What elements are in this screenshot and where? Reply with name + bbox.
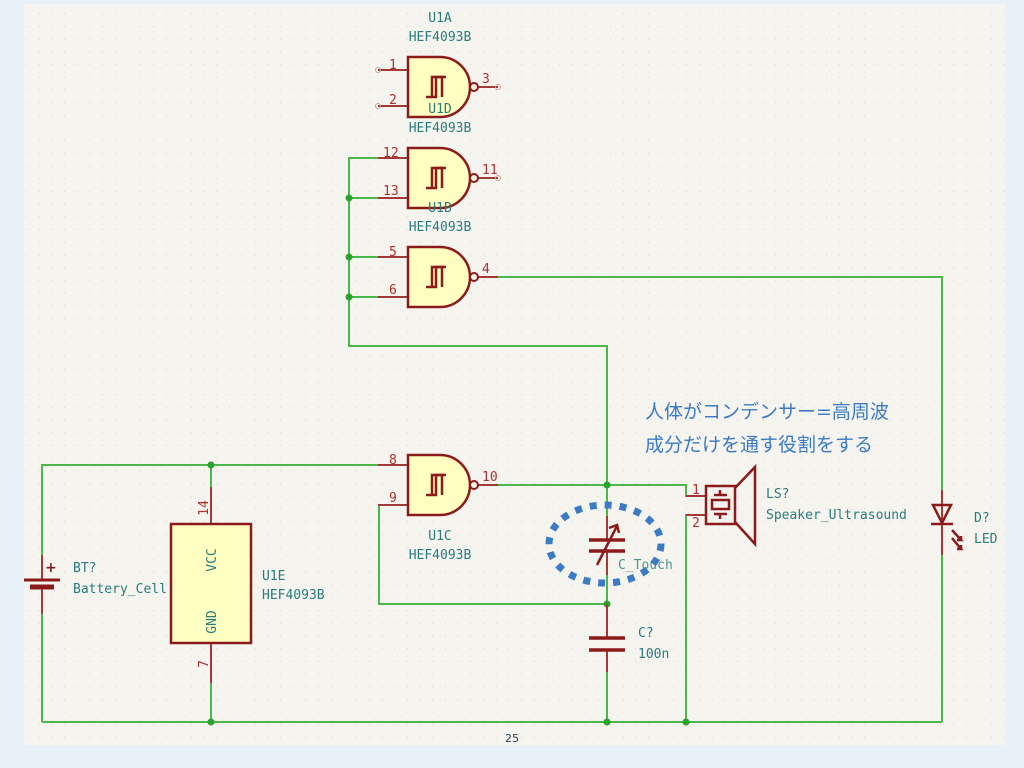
variable-arrow-icon [595,525,619,566]
gate-value: HEF4093B [409,220,472,235]
pin-number: 1 [692,483,700,498]
pin-number: 10 [482,470,498,485]
led-value: LED [974,532,998,547]
gate-ref: U1B [428,201,452,216]
pin-number: 6 [389,283,397,298]
pin-number: 2 [692,516,700,531]
pin-number: 12 [383,146,399,161]
gate-body [406,245,472,309]
gate-value: HEF4093B [409,548,472,563]
wires[interactable] [41,157,943,723]
pin-number: 4 [482,262,490,277]
pin-number: 3 [482,72,490,87]
gate-u1a[interactable]: 1 2 3 U1A HEF4093B [375,11,501,119]
u1e-value: HEF4093B [262,588,325,603]
note-line-2[interactable]: 成分だけを通す役割をする [645,434,873,456]
pin-number: 14 [197,500,212,516]
pin-number: 7 [197,660,212,668]
capacitor-value: 100n [638,647,669,662]
capacitor-c[interactable]: C? 100n [589,604,669,672]
pin-number: 8 [389,453,397,468]
led-ref: D? [974,511,990,526]
led[interactable]: D? LED [930,490,998,555]
gate-ref: U1D [428,102,452,117]
touch-capacitor[interactable]: C_Touch [545,501,673,587]
gnd-label: GND [205,610,220,634]
highlight-circle [545,501,665,587]
gate-u1b[interactable]: 5 6 4 U1B HEF4093B [378,201,498,309]
page-number: 25 [505,732,519,745]
pin-number: 1 [389,58,397,73]
inverter-bubble [469,173,479,183]
power-unit-u1e[interactable]: VCC GND 14 7 U1E HEF4093B [169,487,325,683]
gate-body [406,146,472,210]
gate-u1d[interactable]: 12 13 11 U1D HEF4093B [378,102,501,210]
pin-number: 11 [482,163,498,178]
battery-cell[interactable]: + BT? Battery_Cell [24,555,167,614]
ultrasound-speaker[interactable]: 1 2 LS? Speaker_Ultrasound [686,463,907,548]
vcc-label: VCC [205,548,220,571]
inverter-bubble [469,82,479,92]
pin-number: 9 [389,491,397,506]
gate-ref: U1A [428,11,452,26]
gate-ref: U1C [428,529,451,544]
nand-gates[interactable]: 123U1AHEF4093B121311U1DHEF4093B564U1BHEF… [375,11,501,563]
speaker-value: Speaker_Ultrasound [766,508,907,523]
u1e-ref: U1E [262,569,285,584]
battery-ref: BT? [73,561,96,576]
gate-value: HEF4093B [409,30,472,45]
gate-value: HEF4093B [409,121,472,136]
gate-body [406,453,472,517]
plus-icon: + [45,560,57,576]
inverter-bubble [469,272,479,282]
pin-number: 2 [389,93,397,108]
inverter-bubble [469,480,479,490]
capacitor-ref: C? [638,626,654,641]
pin-number: 5 [389,245,397,260]
junctions [207,194,690,726]
note-line-1[interactable]: 人体がコンデンサー=高周波 [645,401,889,423]
battery-value: Battery_Cell [73,582,167,597]
pin-number: 13 [383,184,399,199]
speaker-ref: LS? [766,487,789,502]
